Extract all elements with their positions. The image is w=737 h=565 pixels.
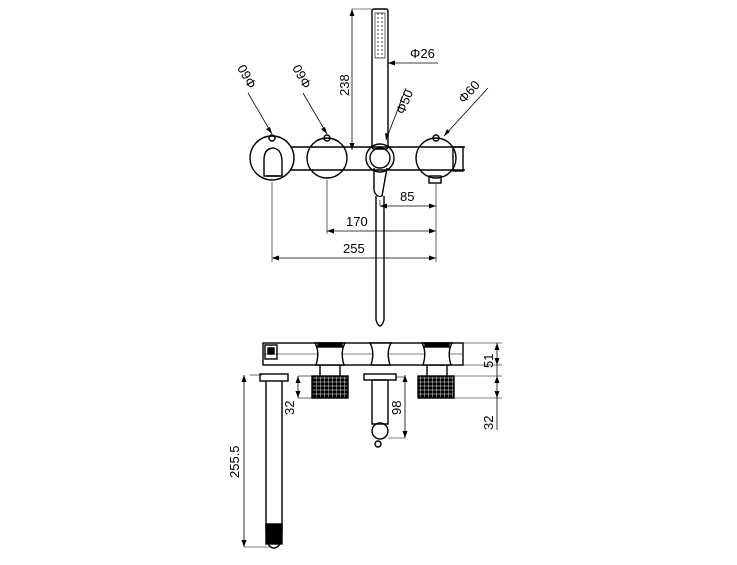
hose (373, 167, 388, 327)
diverter-side (363, 373, 404, 448)
knurled-handle-2 (417, 375, 455, 399)
dim-label-85: 85 (400, 189, 414, 204)
side-view (241, 342, 502, 549)
dim-label-170: 170 (346, 214, 368, 229)
dim-label-diameter-60-left-1: Φ60 (234, 62, 259, 91)
dim-label-255: 255 (343, 241, 365, 256)
dim-label-255-5: 255.5 (227, 445, 242, 478)
dim-label-32-left: 32 (282, 401, 297, 415)
handle-front-1 (306, 134, 348, 179)
hand-shower (371, 8, 389, 150)
dim-label-238: 238 (337, 74, 352, 96)
front-view (247, 8, 489, 327)
dim-label-diameter-50: Φ50 (393, 87, 416, 116)
diverter-front (365, 143, 395, 173)
dim-label-51: 51 (481, 354, 496, 368)
dim-label-diameter-26: Φ26 (410, 46, 435, 61)
knurled-handle-1 (311, 375, 349, 399)
dim-label-diameter-60-left-2: Φ60 (289, 62, 314, 91)
dim-label-diameter-60-right: Φ60 (455, 78, 483, 106)
handle-front-2 (415, 134, 457, 184)
dim-label-98: 98 (389, 401, 404, 415)
dim-label-32-right: 32 (481, 416, 496, 430)
spout-side (250, 373, 289, 549)
spout-front (249, 134, 295, 181)
